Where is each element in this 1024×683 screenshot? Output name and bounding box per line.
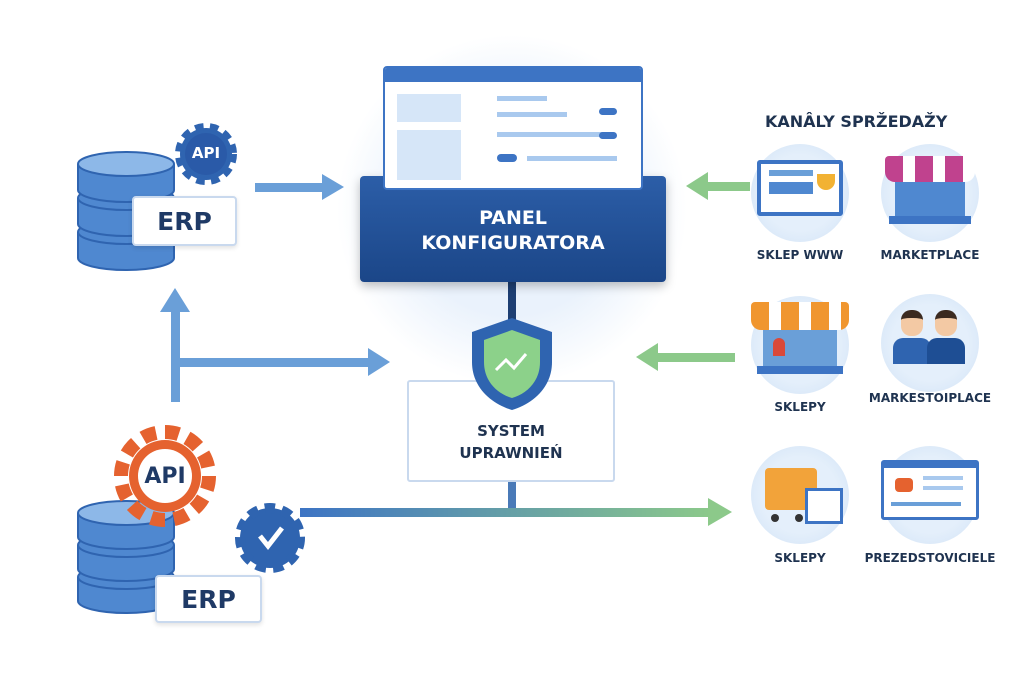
permissions-line1: SYSTEM — [477, 422, 545, 440]
permissions-down-line — [508, 482, 516, 514]
store-icon — [751, 296, 849, 394]
browser-window-icon — [881, 446, 979, 544]
arrow-to-channels-bottom — [300, 498, 732, 526]
panel-title-line2: KONFIGURATORA — [421, 232, 605, 254]
channel-label: SKLEPY — [774, 551, 826, 565]
erp-label-bottom: ERP — [155, 575, 262, 623]
configurator-panel[interactable]: PANEL KONFIGURATORA — [360, 176, 666, 282]
channel-label: SKLEPY — [774, 400, 826, 414]
api-label: API — [191, 144, 221, 162]
api-gear-icon: API — [172, 120, 240, 188]
channel-label: SKLEP WWW — [756, 248, 844, 262]
api-gear-orange-icon: API — [105, 420, 225, 532]
channel-label: MARKETPLACE — [880, 248, 980, 262]
shield-icon — [472, 318, 552, 410]
arrow-channels-to-panel — [686, 172, 750, 200]
browser-window-icon — [383, 66, 643, 190]
web-shop-icon — [751, 144, 849, 242]
arrow-erp-to-panel — [255, 174, 344, 200]
shopping-cart-icon — [751, 446, 849, 544]
channel-label: PREZEDSTOVICIELE — [864, 551, 996, 565]
permissions-line2: UPRAWNIEŃ — [459, 444, 563, 462]
channels-title: KANÂLY SPRŽEDAŽY — [765, 112, 948, 131]
marketplace-stall-icon — [881, 144, 979, 242]
gear-check-icon — [235, 503, 305, 573]
arrow-channels-to-permissions — [636, 343, 735, 371]
panel-title-line1: PANEL — [479, 207, 547, 229]
channel-label: MARKESTOIPLACE — [868, 391, 992, 405]
sales-reps-icon — [881, 294, 979, 392]
panel-to-shield-line — [508, 282, 516, 322]
arrow-to-permissions — [175, 348, 390, 376]
api-label: API — [144, 464, 186, 489]
arrow-up-to-erp — [160, 288, 190, 402]
erp-label-top: ERP — [132, 196, 237, 246]
